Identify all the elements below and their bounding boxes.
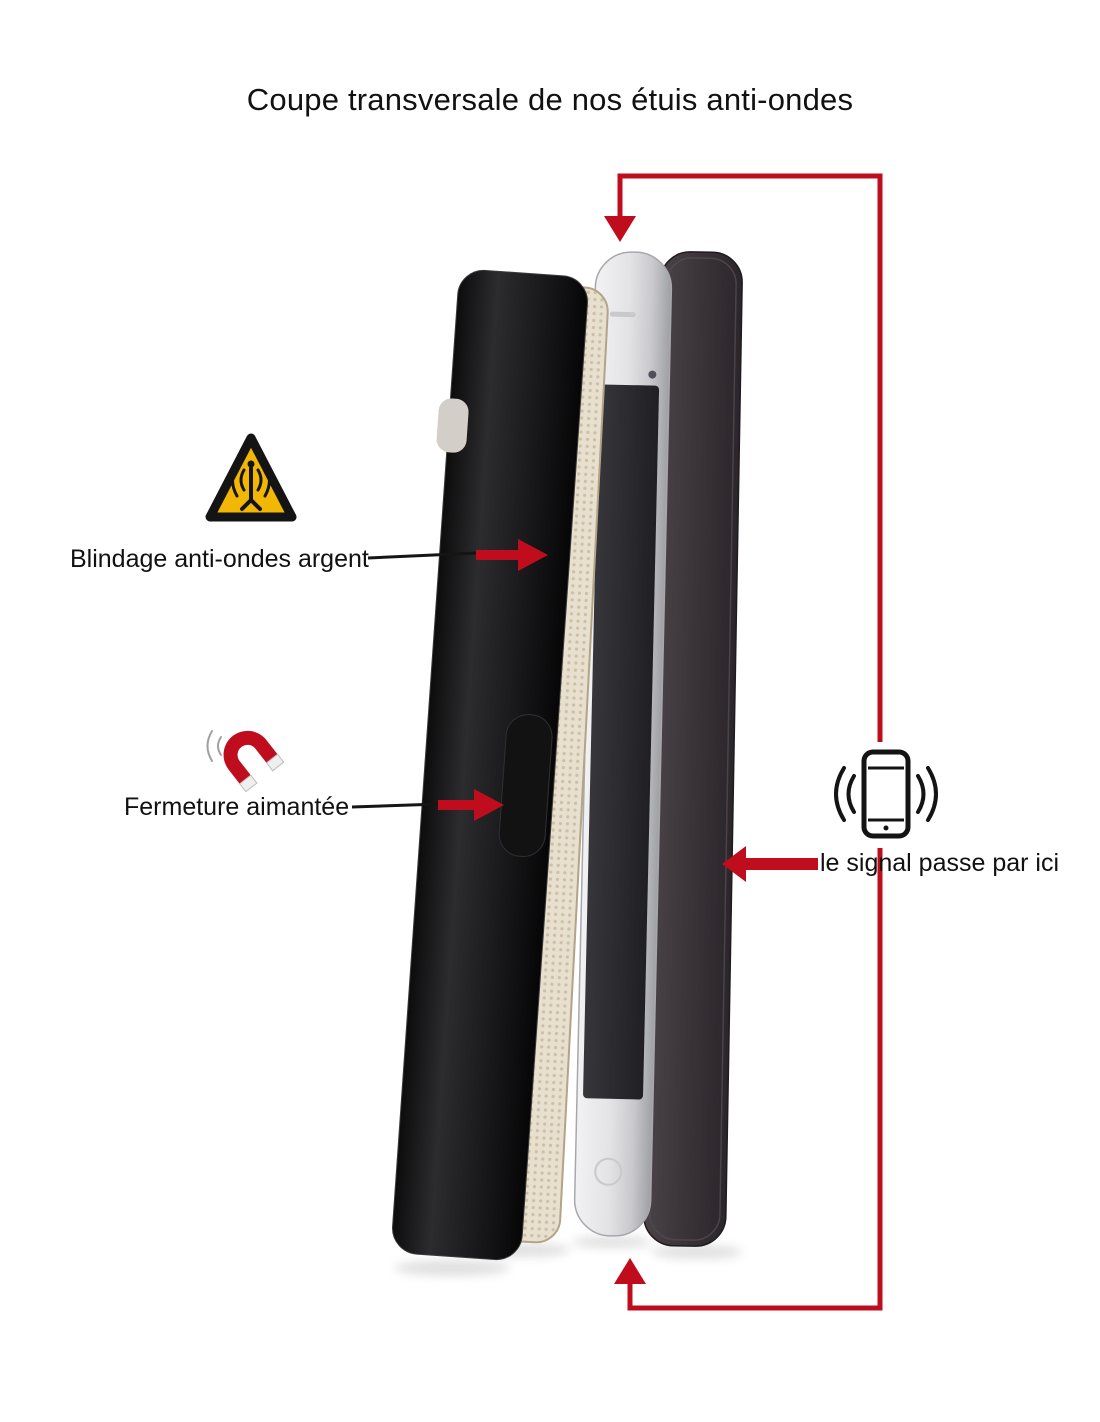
magnet-arrow — [438, 789, 504, 821]
signal-label: le signal passe par ici — [820, 849, 1060, 877]
magnet-connector-line — [351, 802, 441, 809]
warning-radiation-icon — [205, 433, 297, 522]
diagram-title: Coupe transversale de nos étuis anti-ond… — [246, 82, 854, 117]
signal-arrow — [722, 846, 818, 882]
bracket-arrow-bottom — [614, 1258, 646, 1284]
bracket-arrow-top — [604, 216, 636, 242]
front-cover-layer — [392, 269, 588, 1261]
phone-camera-dot — [648, 370, 657, 379]
magnet-label: Fermeture aimantée — [124, 793, 350, 821]
phone-earpiece — [609, 311, 636, 318]
camera-slot — [436, 398, 469, 453]
phone-signal-icon — [834, 749, 938, 839]
magnet-icon — [206, 730, 285, 793]
magnet-tab — [498, 714, 553, 857]
shielding-label: Blindage anti-ondes argent — [70, 545, 369, 573]
shielding-connector-line — [367, 551, 479, 560]
phone-home-button — [594, 1157, 623, 1186]
shielding-arrow — [476, 539, 548, 571]
